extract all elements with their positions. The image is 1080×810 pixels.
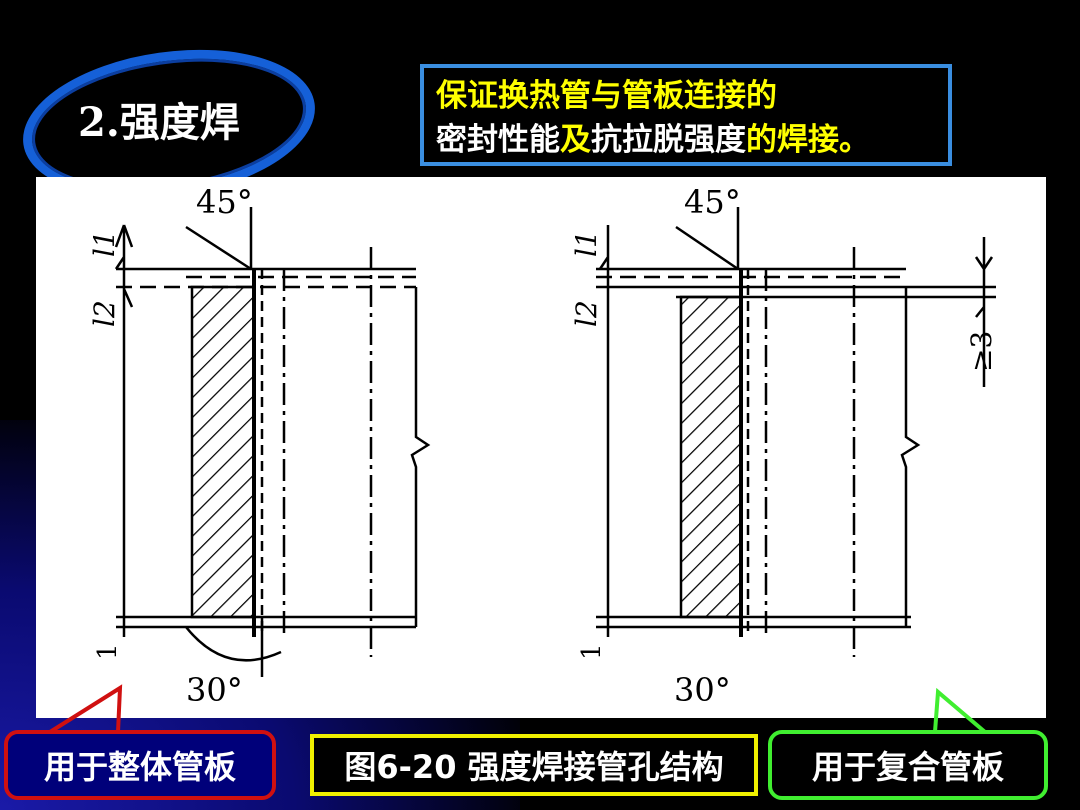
- text-part: 及: [560, 122, 591, 158]
- dim-bottom-label: 1: [93, 643, 123, 660]
- angle-bottom-label: 30°: [186, 671, 243, 709]
- dim-l1-label: l1: [570, 230, 603, 257]
- angle-top-label: 45°: [684, 183, 741, 221]
- dim-l1-label: l1: [88, 230, 121, 257]
- dim-side-label: ≥3: [965, 331, 998, 372]
- left-labels: 45° 30° l1 l2 1: [88, 183, 253, 709]
- callout-pointers: [48, 684, 987, 734]
- text-part: 的焊接。: [746, 122, 870, 158]
- angle-top-label: 45°: [196, 183, 253, 221]
- slide-title: 2.强度焊: [78, 99, 240, 146]
- dim-l2-label: l2: [570, 300, 603, 327]
- clad-tubesheet-label: 用于复合管板: [768, 730, 1048, 800]
- text-part: 密封性能: [436, 122, 560, 158]
- description-box: 保证换热管与管板连接的 密封性能及抗拉脱强度的焊接。: [420, 64, 952, 166]
- text-part: 抗拉脱强度: [591, 122, 746, 158]
- right-weld-detail: [596, 207, 996, 657]
- monolithic-tubesheet-label: 用于整体管板: [4, 730, 276, 800]
- description-line-2: 密封性能及抗拉脱强度的焊接。: [436, 118, 948, 162]
- right-labels: 45° 30° l1 l2 1 ≥3: [570, 183, 998, 709]
- angle-bottom-label: 30°: [674, 671, 731, 709]
- weld-drawing: 45° 30° l1 l2 1 45° 30° l1 l2 1 ≥3: [36, 177, 1046, 718]
- dim-l2-label: l2: [88, 300, 121, 327]
- left-weld-detail: [114, 207, 431, 677]
- figure-caption: 图6-20 强度焊接管孔结构: [310, 734, 758, 796]
- dim-bottom-label: 1: [577, 643, 607, 660]
- description-line-1: 保证换热管与管板连接的: [436, 78, 777, 114]
